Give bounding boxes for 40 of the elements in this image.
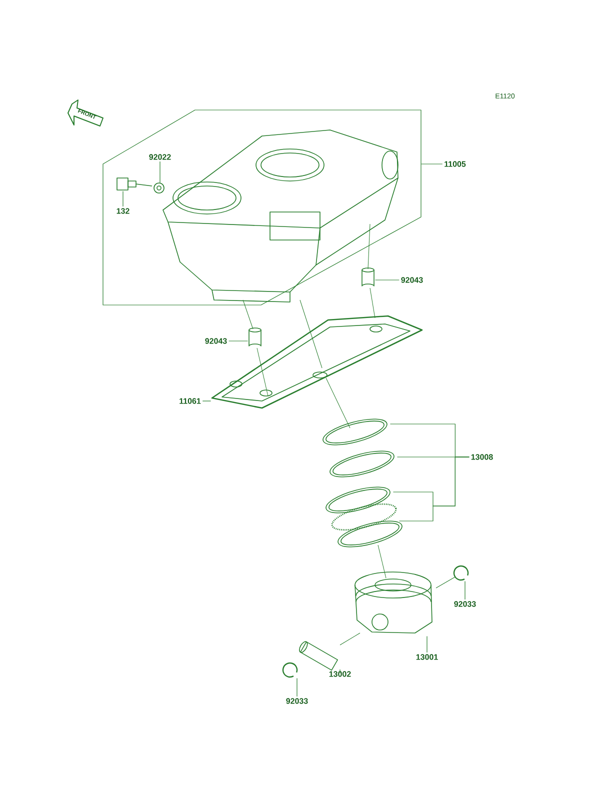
piston-ring-drawing xyxy=(330,450,394,478)
washer-drawing xyxy=(154,182,164,194)
ring-expander-drawing xyxy=(331,503,397,531)
callout-number: 92033 xyxy=(454,601,476,607)
leader-line xyxy=(426,636,428,653)
leader-line xyxy=(464,580,466,600)
alignment-line xyxy=(370,288,376,318)
callout-number: 11005 xyxy=(444,161,466,167)
callout-number: 13008 xyxy=(471,454,493,460)
leader-line xyxy=(202,400,212,402)
callout-number: 11061 xyxy=(180,398,201,404)
callout-number: 92022 xyxy=(149,154,171,160)
alignment-line xyxy=(326,378,350,428)
piston-drawing xyxy=(354,572,432,634)
leader-line xyxy=(228,340,248,342)
callout-number: 13001 xyxy=(416,654,438,660)
leader-line xyxy=(296,678,298,697)
leader-line xyxy=(122,190,124,207)
alignment-line xyxy=(368,224,370,270)
piston-ring-drawing xyxy=(326,486,390,514)
dowel-pin-drawing xyxy=(248,328,262,346)
callout-number: 13002 xyxy=(329,671,351,677)
alignment-line xyxy=(242,300,254,330)
callout-number: 132 xyxy=(116,208,130,214)
piston-pin-drawing xyxy=(299,641,338,671)
alignment-line xyxy=(378,544,386,578)
snap-ring-drawing xyxy=(282,662,298,678)
piston-ring-drawing xyxy=(322,418,388,446)
callout-number: 92043 xyxy=(401,277,423,283)
dowel-pin-drawing xyxy=(362,268,374,286)
snap-ring-drawing xyxy=(453,565,469,581)
assembly-frame xyxy=(102,110,422,306)
piston-ring-drawing xyxy=(338,520,402,548)
alignment-line xyxy=(436,576,456,588)
alignment-line xyxy=(256,348,268,396)
bolt-drawing xyxy=(116,178,152,190)
callout-number: 92033 xyxy=(286,698,308,704)
alignment-line xyxy=(340,632,360,646)
alignment-line xyxy=(300,300,322,368)
callout-number: 92043 xyxy=(205,338,227,344)
